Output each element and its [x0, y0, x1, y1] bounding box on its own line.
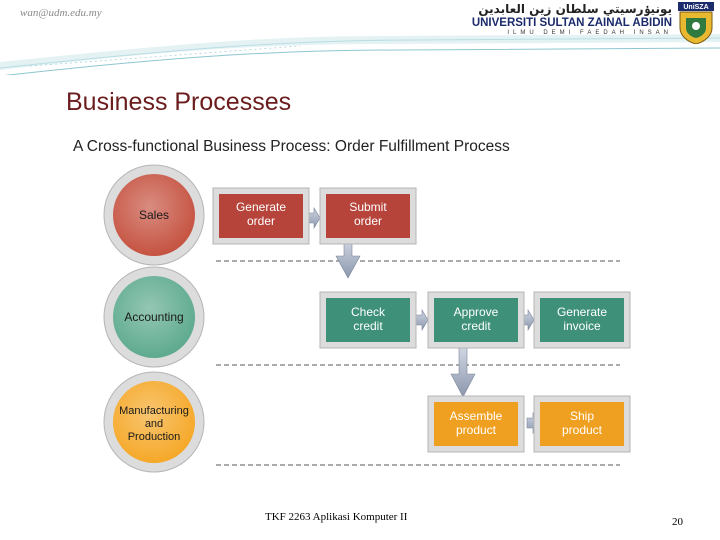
university-motto: ILMU DEMI FAEDAH INSAN	[507, 30, 672, 36]
university-crest-icon: UniSZA	[678, 2, 714, 44]
step-assemble-product-line1: Assemble	[450, 409, 503, 423]
slide-title: Business Processes	[66, 88, 292, 116]
step-generate-order-line2: order	[247, 214, 275, 228]
lane-sales-label: Sales	[139, 208, 169, 222]
step-check-credit-line1: Check	[351, 305, 386, 319]
arrow-approve-to-assemble	[450, 347, 476, 398]
step-ship-product: Ship product	[533, 395, 631, 453]
step-approve-credit-line2: credit	[461, 319, 491, 333]
university-name-arabic: يونيۏرسيتي سلطان زين العابدين	[478, 2, 672, 16]
step-check-credit-line2: credit	[353, 319, 383, 333]
page-number: 20	[672, 516, 683, 528]
step-generate-invoice-line2: invoice	[563, 319, 601, 333]
step-ship-product-line2: product	[562, 423, 603, 437]
university-name: UNIVERSITI SULTAN ZAINAL ABIDIN	[471, 17, 672, 29]
lane-accounting: Accounting	[103, 266, 205, 368]
arrow-submit-to-check	[335, 239, 361, 279]
step-assemble-product-line2: product	[456, 423, 497, 437]
footer-course: TKF 2263 Aplikasi Komputer II	[265, 511, 408, 523]
step-approve-credit: Approve credit	[427, 291, 525, 349]
step-generate-order: Generate order	[212, 187, 310, 245]
lane-accounting-label: Accounting	[124, 310, 183, 324]
slide-subtitle: A Cross-functional Business Process: Ord…	[73, 138, 510, 155]
header-wave-decoration	[0, 34, 720, 75]
lane-manufacturing-label-2: and	[145, 418, 163, 430]
lane-manufacturing: Manufacturing and Production	[103, 371, 205, 473]
arrow-generate-to-submit	[307, 206, 321, 230]
arrow-check-to-approve	[415, 308, 429, 332]
step-generate-invoice: Generate invoice	[533, 291, 631, 349]
lane-manufacturing-label-3: Production	[128, 431, 181, 443]
step-generate-order-line1: Generate	[236, 200, 286, 214]
step-approve-credit-line1: Approve	[454, 305, 499, 319]
slide-header: wan@udm.edu.my يونيۏرسيتي سلطان زين العا…	[0, 0, 720, 75]
crest-label: UniSZA	[683, 4, 708, 11]
step-submit-order-line2: order	[354, 214, 382, 228]
step-check-credit: Check credit	[319, 291, 417, 349]
step-assemble-product: Assemble product	[427, 395, 525, 453]
step-submit-order-line1: Submit	[349, 200, 387, 214]
lane-manufacturing-label-1: Manufacturing	[119, 405, 189, 417]
author-email: wan@udm.edu.my	[20, 7, 102, 19]
step-submit-order: Submit order	[319, 187, 417, 245]
step-ship-product-line1: Ship	[570, 409, 594, 423]
lane-sales: Sales	[103, 164, 205, 266]
order-fulfillment-diagram: Sales Accounting Manufacturing and Produ…	[98, 160, 633, 485]
step-generate-invoice-line1: Generate	[557, 305, 607, 319]
university-logo: يونيۏرسيتي سلطان زين العابدين UNIVERSITI…	[412, 2, 672, 36]
